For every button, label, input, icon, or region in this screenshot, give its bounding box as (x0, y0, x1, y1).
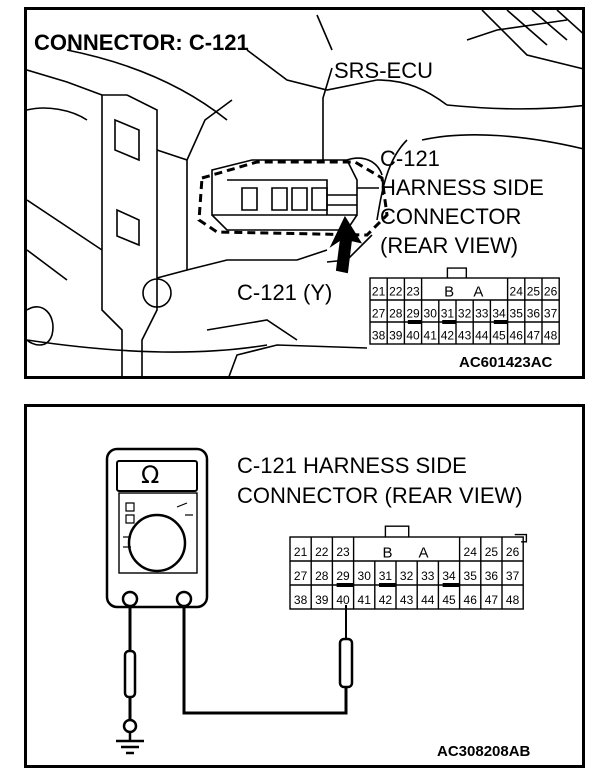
connector-location-panel: CONNECTOR: C-121 SRS-ECU C-121 HARNESS S… (24, 7, 585, 379)
connector-pin-label: 31 (379, 569, 393, 583)
connector-pin-label: 40 (406, 329, 420, 343)
connector-pin-label: 36 (527, 307, 541, 321)
connector-pin-label: 25 (485, 545, 499, 559)
harness-label-line1: C-121 (380, 146, 440, 171)
connector-pin-label: 40 (336, 593, 350, 607)
connector-pin-label: 47 (527, 329, 541, 343)
connector-pin-label: 23 (336, 545, 350, 559)
connector-pin-label: 42 (441, 329, 455, 343)
connector-pin-label: 47 (485, 593, 499, 607)
connector-pin-label: 42 (379, 593, 393, 607)
connector-pointer-arrow (329, 215, 363, 274)
connector-pin-label: 25 (527, 285, 541, 299)
connector-pin-label: 27 (372, 307, 386, 321)
connector-pin-label: 21 (372, 285, 386, 299)
harness-label-line2: HARNESS SIDE (380, 175, 544, 200)
connector-pin-label: 26 (544, 285, 558, 299)
connector-pin-label: 28 (389, 307, 403, 321)
connector-pin-label-b: B (444, 284, 454, 301)
connector-pin-label: 30 (358, 569, 372, 583)
connector-pin-label: 32 (400, 569, 414, 583)
ecu-label: SRS-ECU (334, 58, 434, 83)
connector-pin-label: 37 (544, 307, 558, 321)
bottom-title-line2: CONNECTOR (REAR VIEW) (237, 483, 523, 508)
figure-id-top: AC601423AC (459, 354, 553, 371)
connector-pin-label: 39 (389, 329, 403, 343)
connector-pin-label: 43 (400, 593, 414, 607)
connector-pin-label: 33 (421, 569, 435, 583)
connector-pin-label: 45 (442, 593, 456, 607)
connector-pin-label: 29 (406, 307, 420, 321)
connector-pin-label: 31 (441, 307, 455, 321)
connector-pin-label: 38 (294, 593, 308, 607)
connector-pin-label: 22 (315, 545, 329, 559)
bottom-title-line1: C-121 HARNESS SIDE (237, 453, 467, 478)
connector-pin-label: 48 (506, 593, 520, 607)
connector-pin-label: 21 (294, 545, 308, 559)
connector-title: CONNECTOR: C-121 (34, 30, 249, 55)
connector-pin-label: 45 (492, 329, 506, 343)
connector-pin-label: 36 (485, 569, 499, 583)
connector-pin-label: 44 (421, 593, 435, 607)
ohm-symbol: Ω (141, 461, 160, 489)
harness-label-line3: CONNECTOR (380, 204, 522, 229)
connector-pin-label: 26 (506, 545, 520, 559)
connector-pin-label: 32 (458, 307, 472, 321)
connector-pin-label: 44 (475, 329, 489, 343)
connector-color-label: C-121 (Y) (237, 280, 333, 305)
connector-pin-label: 48 (544, 329, 558, 343)
harness-label-line4: (REAR VIEW) (380, 233, 519, 258)
connector-pin-label: 23 (406, 285, 420, 299)
connector-pin-label: 39 (315, 593, 329, 607)
connector-pin-label: 30 (424, 307, 438, 321)
connector-pin-label: 38 (372, 329, 386, 343)
connector-pin-label: 29 (336, 569, 350, 583)
connector-pin-label: 22 (389, 285, 403, 299)
connector-pin-label-b: B (383, 544, 393, 561)
connector-pin-label: 46 (464, 593, 478, 607)
multimeter-drawing (105, 447, 354, 755)
figure-id-bottom: AC308208AB (437, 743, 531, 760)
connector-pin-label: 24 (510, 285, 524, 299)
connector-pin-label: 46 (510, 329, 524, 343)
connector-pin-label: 27 (294, 569, 308, 583)
connector-face-bottom: 21 22 23 24 25 26 B A 27 28 29 30 31 32 33 34 35 36 37 38 39… (289, 525, 528, 610)
vehicle-location-drawing (27, 10, 582, 376)
connector-pin-label: 37 (506, 569, 520, 583)
connector-pin-label: 34 (442, 569, 456, 583)
connector-pin-label-a: A (473, 284, 483, 301)
connector-pin-label: 28 (315, 569, 329, 583)
continuity-test-panel: Ω C-121 HARNESS SIDE CONNECTOR (REAR VIE… (24, 404, 585, 768)
connector-pin-label: 34 (492, 307, 506, 321)
connector-pin-label: 41 (358, 593, 372, 607)
connector-pin-label: 24 (464, 545, 478, 559)
connector-pin-label: 33 (475, 307, 489, 321)
connector-pin-label: 41 (424, 329, 438, 343)
connector-pin-label-a: A (419, 544, 429, 561)
connector-pin-label: 35 (464, 569, 478, 583)
connector-pin-label: 43 (458, 329, 472, 343)
connector-pin-label: 35 (510, 307, 524, 321)
